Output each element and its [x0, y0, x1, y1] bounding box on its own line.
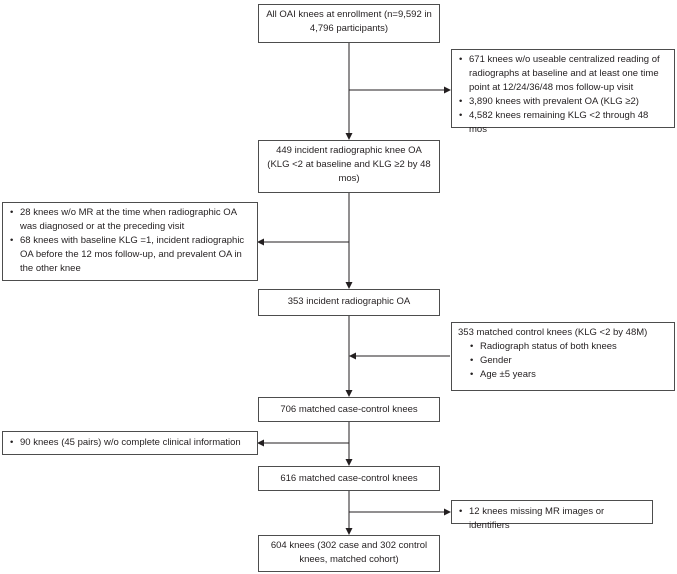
exclusion-box-1: 671 knees w/o useable centralized readin…: [451, 49, 675, 135]
exclusion-1-item-2: 3,890 knees with prevalent OA (KLG ≥2): [458, 95, 668, 109]
exclusion-1-item-3: 4,582 knees remaining KLG <2 through 48 …: [458, 109, 668, 137]
node-matched-706-text: 706 matched case-control knees: [280, 404, 418, 415]
exclusion-2-item-2: 68 knees with baseline KLG =1, incident …: [9, 234, 251, 276]
exclusion-box-2: 28 knees w/o MR at the time when radiogr…: [2, 202, 258, 281]
controls-box: 353 matched control knees (KLG <2 by 48M…: [451, 322, 675, 391]
controls-criterion-3: Age ±5 years: [458, 368, 668, 382]
node-matched-616-text: 616 matched case-control knees: [280, 473, 418, 484]
node-final-604-text: 604 knees (302 case and 302 control knee…: [270, 540, 428, 565]
exclusion-2-item-1: 28 knees w/o MR at the time when radiogr…: [9, 206, 251, 234]
exclusion-5-item-1: 12 knees missing MR images or identifier…: [458, 505, 646, 533]
exclusion-4-item-1: 90 knees (45 pairs) w/o complete clinica…: [9, 436, 251, 450]
node-incident-353: 353 incident radiographic OA: [258, 289, 440, 316]
controls-criterion-1: Radiograph status of both knees: [458, 340, 668, 354]
exclusion-box-4: 90 knees (45 pairs) w/o complete clinica…: [2, 431, 258, 455]
exclusion-1-item-1: 671 knees w/o useable centralized readin…: [458, 53, 668, 95]
node-incident-449: 449 incident radiographic knee OA (KLG <…: [258, 140, 440, 193]
node-matched-616: 616 matched case-control knees: [258, 466, 440, 491]
node-matched-706: 706 matched case-control knees: [258, 397, 440, 422]
node-incident-449-text: 449 incident radiographic knee OA (KLG <…: [267, 145, 431, 184]
exclusion-box-5: 12 knees missing MR images or identifier…: [451, 500, 653, 531]
node-final-604: 604 knees (302 case and 302 control knee…: [258, 535, 440, 572]
node-enrollment-text: All OAI knees at enrollment (n=9,592 in …: [266, 9, 432, 34]
controls-title: 353 matched control knees (KLG <2 by 48M…: [458, 327, 648, 338]
controls-criterion-2: Gender: [458, 354, 668, 368]
node-incident-353-text: 353 incident radiographic OA: [287, 296, 411, 307]
node-enrollment: All OAI knees at enrollment (n=9,592 in …: [258, 4, 440, 43]
